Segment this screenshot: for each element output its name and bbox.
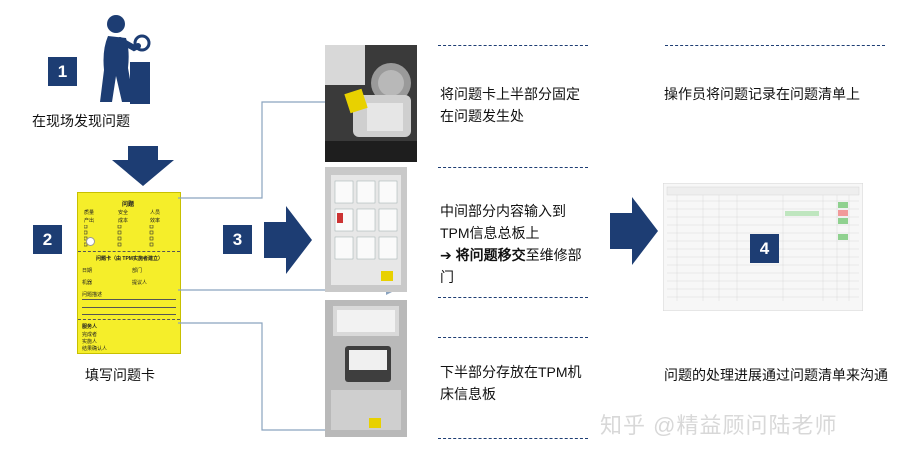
step-1-label: 在现场发现问题 <box>32 113 130 129</box>
card-category-3: 人员 <box>150 210 161 216</box>
photo-tpm-board <box>325 167 407 292</box>
separator-3 <box>438 297 588 298</box>
card-category-2: 安全 <box>118 210 129 216</box>
card-category-4: 产出 <box>84 218 95 224</box>
step-2-badge: 2 <box>33 225 62 254</box>
step-3-number: 3 <box>232 229 243 249</box>
text-right-top: 操作员将问题记录在问题清单上 <box>664 86 860 102</box>
card-field-description: 问题描述 <box>82 292 103 298</box>
card-field-dept: 部门 <box>132 268 143 274</box>
step-4-badge: 4 <box>750 234 779 263</box>
inspector-person-icon <box>100 15 151 104</box>
step-2-number: 2 <box>42 229 53 249</box>
problem-card: 问题 质量 安全 人员 产出 成本 效率 问题卡（由 TPM实施者建立） 日期 … <box>77 192 181 354</box>
separator-right-top <box>665 45 885 46</box>
text-bottom: 下半部分存放在TPM机床信息板 <box>440 364 582 402</box>
right-arrow-icon-1 <box>264 206 312 274</box>
card-field-confirmer: 结果确认人 <box>82 346 108 352</box>
separator-4 <box>438 337 588 338</box>
text-middle-bold: 将问题移交 <box>455 247 526 263</box>
card-category-6: 效率 <box>150 218 161 224</box>
step-4-number: 4 <box>759 238 770 258</box>
text-top: 将问题卡上半部分固定在问题发生处 <box>440 86 580 124</box>
step-3-badge: 3 <box>223 225 252 254</box>
card-line-2 <box>82 307 176 308</box>
card-divider-1 <box>78 251 180 252</box>
step-1-badge: 1 <box>48 57 77 86</box>
card-category-5: 成本 <box>118 218 129 224</box>
card-field-proposer: 提议人 <box>132 280 148 286</box>
text-right-bottom: 问题的处理进展通过问题清单来沟通 <box>664 367 888 383</box>
text-middle-line1: 中间部分内容输入到TPM信息总板上 <box>440 203 566 241</box>
card-title: 问题 <box>122 202 135 208</box>
card-line-3 <box>82 314 176 315</box>
watermark-text: 知乎 @精益顾问陆老师 <box>600 413 838 438</box>
down-arrow-icon <box>112 146 174 186</box>
card-line-1 <box>82 299 176 300</box>
photo-machine-board <box>325 300 407 437</box>
separator-2 <box>438 167 588 168</box>
middle-arrow-icon: ➔ <box>440 247 456 263</box>
card-hole <box>86 237 95 246</box>
card-field-completer: 完成者 <box>82 332 98 338</box>
text-middle: 中间部分内容输入到TPM信息总板上 ➔ 将问题移交至维修部门 <box>440 200 590 288</box>
separator-1 <box>438 45 588 46</box>
photo-machine-tag <box>325 45 417 162</box>
card-divider-2 <box>78 319 180 320</box>
step-1-number: 1 <box>57 61 68 81</box>
card-category-1: 质量 <box>84 210 95 216</box>
card-field-date: 日期 <box>82 268 93 274</box>
right-arrow-icon-2 <box>610 197 658 265</box>
card-form-title: 问题卡（由 TPM实施者建立） <box>96 256 163 262</box>
card-field-machine: 机器 <box>82 280 93 286</box>
card-field-service: 服务人 <box>82 324 98 330</box>
step-2-label: 填写问题卡 <box>85 367 155 383</box>
text-middle-tail: 至维修部门 <box>440 247 582 285</box>
card-field-implementer: 实施人 <box>82 339 98 345</box>
separator-5 <box>438 438 588 439</box>
